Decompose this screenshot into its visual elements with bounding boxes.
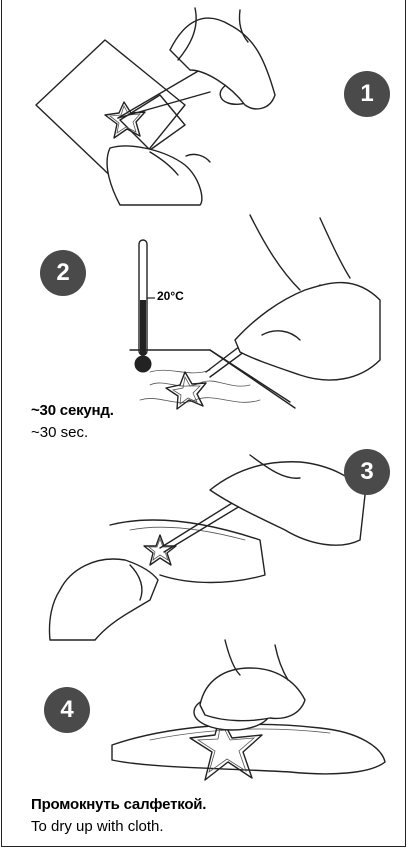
step-4-badge: 4 (44, 687, 90, 733)
step-4-caption-en: To dry up with cloth. (31, 818, 164, 835)
step-4-caption-ru: Промокнуть салфеткой. (31, 796, 206, 813)
